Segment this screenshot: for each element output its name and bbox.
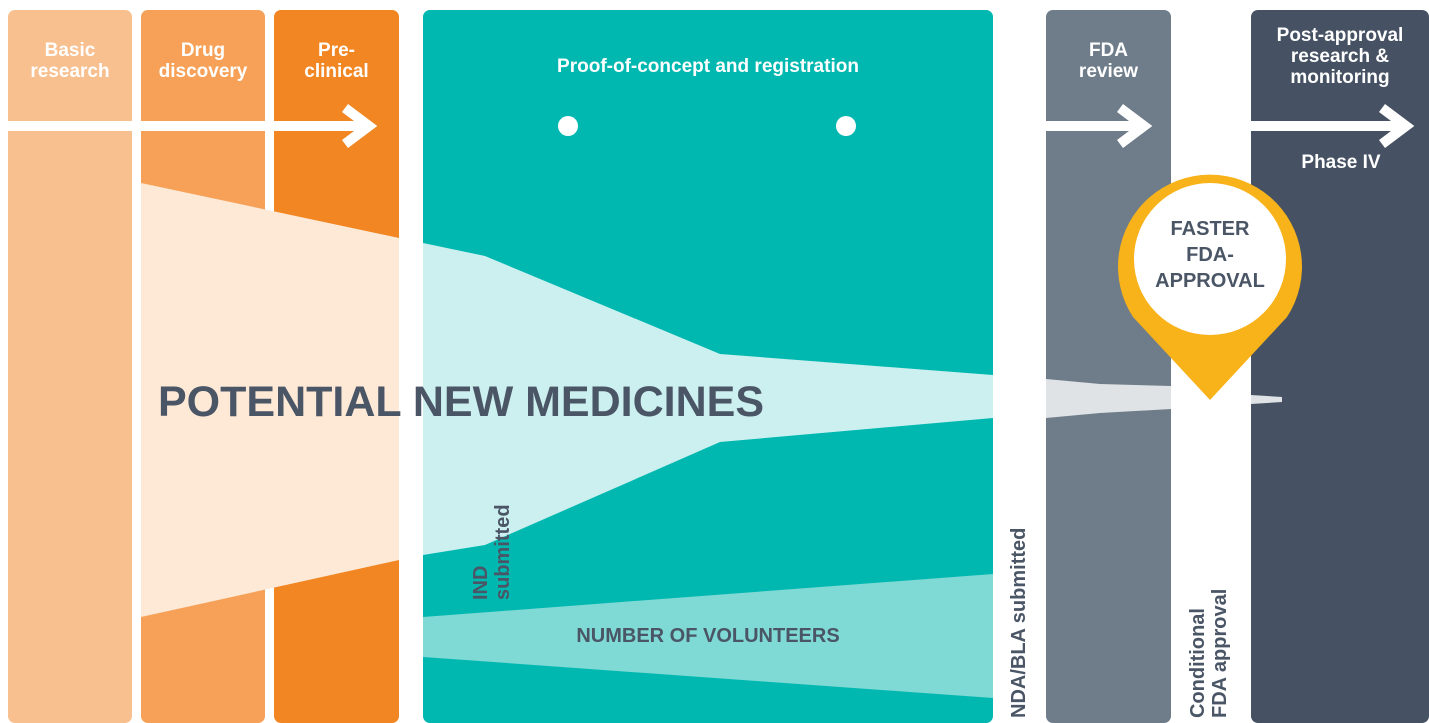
map-pin-icon xyxy=(1118,174,1302,400)
medicines-funnel-teal-section xyxy=(423,243,993,555)
potential-new-medicines-label: POTENTIAL NEW MEDICINES xyxy=(158,378,765,426)
badge-line: FDA- xyxy=(1186,244,1234,266)
header-line: Basic xyxy=(44,40,96,61)
header-line: review xyxy=(1078,61,1139,82)
medicines-funnel-fda-section xyxy=(1046,379,1171,418)
arrow-right-icon xyxy=(8,104,378,148)
circle-dot-icon xyxy=(836,116,856,136)
label-line: IND xyxy=(470,565,492,600)
label-line: Conditional xyxy=(1187,608,1209,718)
conditional-fda-approval-label: Conditional FDA approval xyxy=(1187,589,1231,718)
circle-dot-icon xyxy=(558,116,578,136)
header-post-approval: Post-approval research & monitoring xyxy=(1251,25,1429,88)
header-line: Post-approval xyxy=(1276,25,1404,46)
header-line: Pre- xyxy=(318,40,355,61)
header-line: Proof-of-concept and registration xyxy=(557,56,859,77)
volunteers-band xyxy=(423,574,993,698)
badge-line: FASTER xyxy=(1170,218,1250,240)
ind-submitted-label: IND submitted xyxy=(470,504,514,600)
arrow-right-icon xyxy=(1046,104,1153,148)
header-line: research xyxy=(30,61,110,82)
phase-iv-label: Phase IV xyxy=(1261,152,1421,173)
header-drug-discovery: Drug discovery xyxy=(141,40,265,82)
label-line: NDA/BLA submitted xyxy=(1008,527,1030,718)
header-line: discovery xyxy=(158,61,248,82)
medicines-funnel-orange-section xyxy=(141,183,399,617)
badge-line: APPROVAL xyxy=(1155,270,1265,292)
medicines-funnel-tail xyxy=(1251,395,1282,404)
arrow-right-icon xyxy=(1251,104,1415,148)
faster-fda-approval-badge: FASTER FDA- APPROVAL xyxy=(1140,216,1280,294)
nda-bla-submitted-label: NDA/BLA submitted xyxy=(1008,528,1030,718)
phase-label-text: Phase IV xyxy=(1301,152,1381,173)
number-of-volunteers-label: NUMBER OF VOLUNTEERS xyxy=(576,625,840,647)
header-line: research & xyxy=(1290,46,1390,67)
header-preclinical: Pre- clinical xyxy=(274,40,399,82)
header-fda-review: FDA review xyxy=(1046,40,1171,82)
header-line: Drug xyxy=(180,40,226,61)
header-line: clinical xyxy=(304,61,369,82)
header-line: monitoring xyxy=(1290,67,1390,88)
header-proof-of-concept: Proof-of-concept and registration xyxy=(423,56,993,77)
label-line: FDA approval xyxy=(1209,588,1231,718)
header-line: FDA xyxy=(1088,40,1129,61)
header-basic-research: Basic research xyxy=(8,40,132,82)
label-line: submitted xyxy=(492,504,514,600)
